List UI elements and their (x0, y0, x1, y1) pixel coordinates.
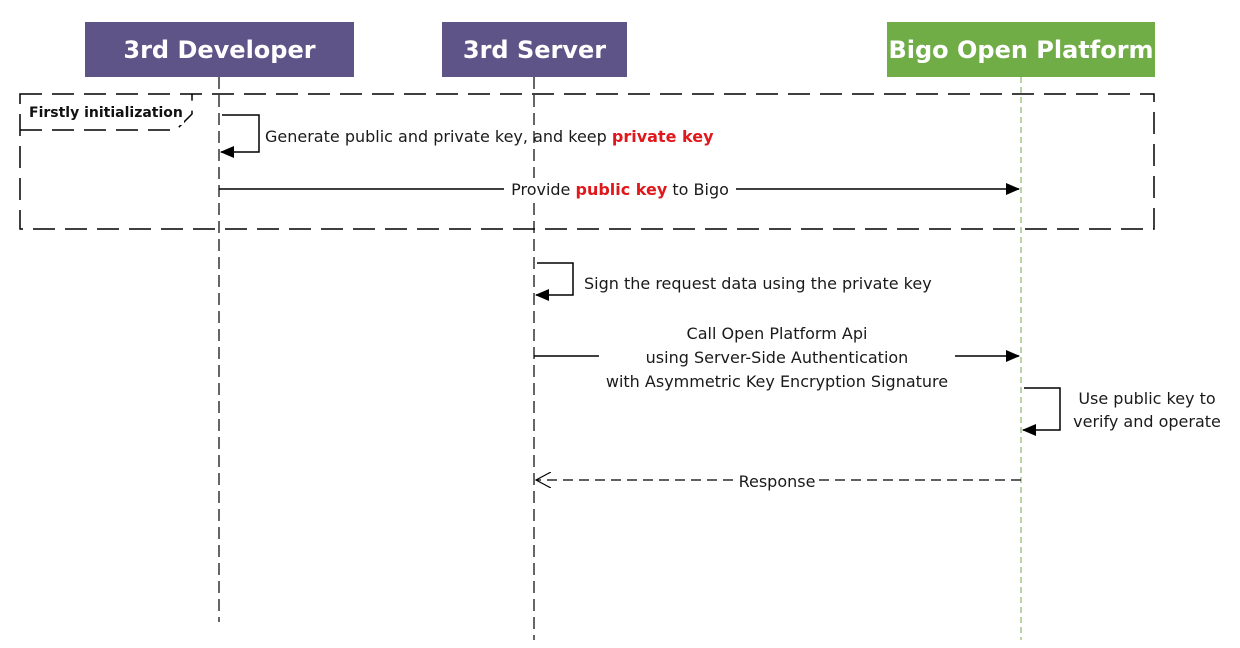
actor-platform-label: Bigo Open Platform (888, 36, 1153, 64)
sign-request-message: Sign the request data using the private … (584, 274, 932, 293)
generate-keys-message: Generate public and private key, and kee… (265, 127, 714, 146)
verify-arrow (1022, 387, 1061, 436)
actor-server-box (442, 22, 627, 77)
provide-key-post: to Bigo (667, 180, 729, 199)
provide-key-pre: Provide (511, 180, 575, 199)
sign-request-arrow (535, 262, 574, 301)
verify-message-line1: Use public key to (1078, 389, 1215, 408)
generate-keys-text: Generate public and private key, and kee… (265, 127, 612, 146)
actor-server-label: 3rd Server (463, 36, 606, 64)
provide-key-message: Provide public key to Bigo (511, 180, 729, 199)
generate-keys-highlight: private key (612, 127, 714, 146)
actor-developer-box (85, 22, 354, 77)
actor-server: 3rd Server (442, 22, 627, 77)
call-api-message-line3: with Asymmetric Key Encryption Signature (606, 372, 948, 391)
actor-platform-box (887, 22, 1155, 77)
call-api-message-line2: using Server-Side Authentication (646, 348, 909, 367)
init-frame-label: Firstly initialization (29, 105, 183, 121)
actor-platform: Bigo Open Platform (887, 22, 1155, 77)
init-frame: Firstly initialization (19, 93, 1155, 230)
verify-message-line2: verify and operate (1073, 412, 1221, 431)
provide-key-highlight: public key (575, 180, 667, 199)
actor-developer: 3rd Developer (85, 22, 354, 77)
actor-developer-label: 3rd Developer (123, 36, 315, 64)
call-api-message-line1: Call Open Platform Api (687, 324, 868, 343)
init-frame-border (19, 93, 1155, 230)
response-message: Response (739, 472, 816, 491)
generate-keys-arrow (220, 114, 260, 158)
